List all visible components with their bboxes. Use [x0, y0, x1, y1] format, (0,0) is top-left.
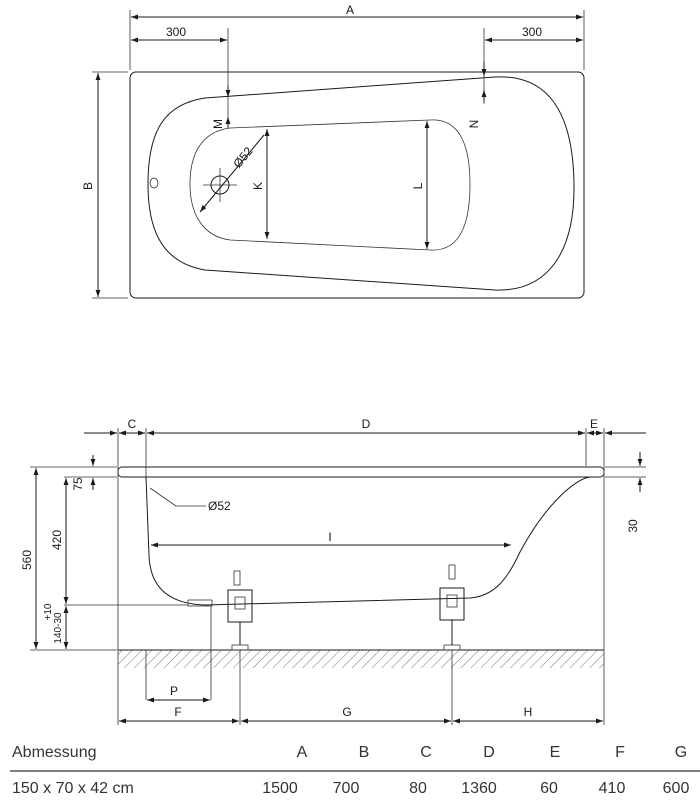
table-cell-b: 700 — [333, 780, 360, 797]
overflow-mark — [149, 177, 159, 189]
table-header-d: D — [483, 744, 495, 761]
dim-label-e: E — [590, 417, 598, 431]
dimensions-table: Abmessung A B C D E F G 150 x 70 x 42 cm… — [10, 744, 700, 797]
support-foot-left — [227, 570, 253, 651]
dim-label-drain-top: Ø52 — [230, 144, 256, 171]
dim-label-drain-side: Ø52 — [208, 499, 231, 513]
table-header-c: C — [420, 744, 432, 761]
table-header-f: F — [615, 744, 625, 761]
dim-label-feet-height: 140-30 — [53, 612, 64, 644]
dim-label-h: H — [524, 705, 533, 719]
table-header-e: E — [550, 744, 561, 761]
table-cell-c: 80 — [409, 780, 427, 797]
dim-label-p: P — [170, 684, 178, 698]
dim-label-75: 75 — [71, 477, 85, 491]
table-cell-d: 1360 — [461, 780, 497, 797]
dim-label-420: 420 — [50, 530, 64, 550]
tub-inner-basin — [147, 76, 575, 291]
dim-label-f: F — [174, 705, 181, 719]
tub-body-profile — [145, 476, 591, 606]
drain-outlet — [187, 599, 213, 607]
dim-label-560: 560 — [20, 550, 34, 570]
dim-label-l: L — [411, 182, 425, 189]
dim-label-g: G — [342, 705, 351, 719]
table-cell-size: 150 x 70 x 42 cm — [12, 780, 134, 797]
table-header-g: G — [675, 744, 687, 761]
dim-label-300-right: 300 — [522, 25, 542, 39]
side-view: C D E Ø52 I 75 420 560 +10 140-30 30 P F… — [20, 417, 646, 725]
table-cell-a: 1500 — [262, 780, 298, 797]
dim-label-i: I — [328, 530, 331, 544]
top-view: A 300 300 B M N K L Ø52 — [81, 3, 585, 299]
dim-label-a: A — [346, 3, 354, 17]
dim-label-m: M — [211, 119, 225, 129]
dim-label-300-left: 300 — [166, 25, 186, 39]
dim-label-n: N — [467, 120, 481, 129]
table-header-label: Abmessung — [12, 744, 97, 761]
floor-hatch — [118, 650, 604, 668]
dim-label-k: K — [251, 182, 265, 190]
table-cell-f: 410 — [599, 780, 626, 797]
table-header-a: A — [297, 744, 308, 761]
dim-label-feet-adjust-top: +10 — [43, 603, 54, 620]
table-cell-e: 60 — [540, 780, 558, 797]
table-cell-g: 600 — [663, 780, 690, 797]
dim-label-c: C — [128, 417, 137, 431]
table-header-b: B — [359, 744, 370, 761]
dim-label-30: 30 — [626, 519, 640, 533]
tub-rim — [117, 466, 605, 478]
dim-label-b: B — [81, 182, 95, 190]
tub-outer-rim — [129, 71, 585, 299]
support-foot-right — [439, 564, 465, 651]
tub-floor — [189, 119, 471, 251]
dim-label-d: D — [362, 417, 371, 431]
